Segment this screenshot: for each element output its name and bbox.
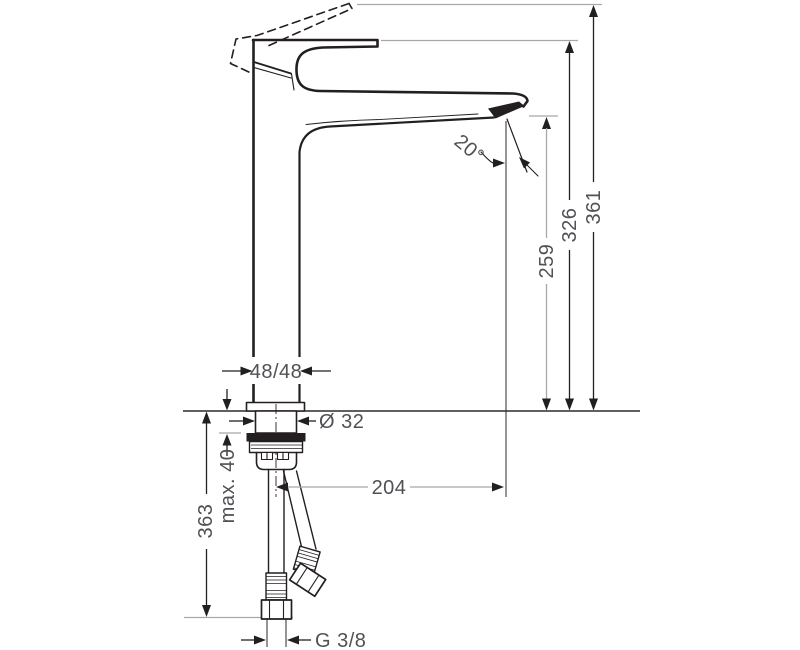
angled-hose-nut [288,562,327,598]
label-mask [251,357,302,384]
fixing-screws [260,451,290,461]
dimension-outlet-angle: 20° [450,130,539,177]
mounting-flange [246,433,306,442]
dimension-label-handle-height: 326 [559,208,581,243]
base-plate [245,401,306,412]
vertical-hose [260,468,293,620]
dimension-overall-height: 361 [583,5,605,411]
dimension-label-connection-thread: G 3/8 [315,630,366,650]
hose-nut [260,599,293,620]
faucet-body [229,2,529,620]
dimension-label-outlet-angle: 20° [450,130,488,167]
dimension-hose-length: 363 [195,411,217,617]
dimension-max-thickness: max. 40 [217,389,239,523]
dimension-spout-reach: 204 [276,477,504,499]
dimension-label-max-thickness: max. 40 [217,449,239,524]
spout-underside-highlight [305,113,479,125]
handle-and-spout-outline [251,38,529,108]
dimension-connection-thread: G 3/8 [241,630,366,650]
dimension-label-outlet-height: 259 [536,244,558,279]
handle-pivot-line [253,61,292,75]
spout-underside-and-right-edge [298,116,496,405]
dimension-label-hose-length: 363 [195,504,217,539]
angled-hose [282,470,327,598]
dimension-label-shank-diameter: Ø 32 [319,411,364,433]
dimension-label-body-width: 48/48 [250,361,303,383]
aerator-outlet [488,101,525,119]
dimension-outlet-height: 259 [536,117,558,411]
dimension-handle-height: 326 [559,41,581,411]
dimension-body-width: 48/48 [222,361,331,383]
raised-handle-dashed-outline [229,2,353,75]
fitting-block [255,451,298,471]
handle-pivot-line-2 [253,66,292,79]
dimension-shank-diameter: Ø 32 [229,411,364,433]
handle-pivot-edge [290,73,295,91]
dimensions: 48/48 Ø 32 204 259 [195,5,605,650]
dimension-label-spout-reach: 204 [372,477,407,499]
extension-lines [183,3,640,647]
mounting-nut [248,440,304,454]
dimension-label-overall-height: 361 [583,190,605,225]
